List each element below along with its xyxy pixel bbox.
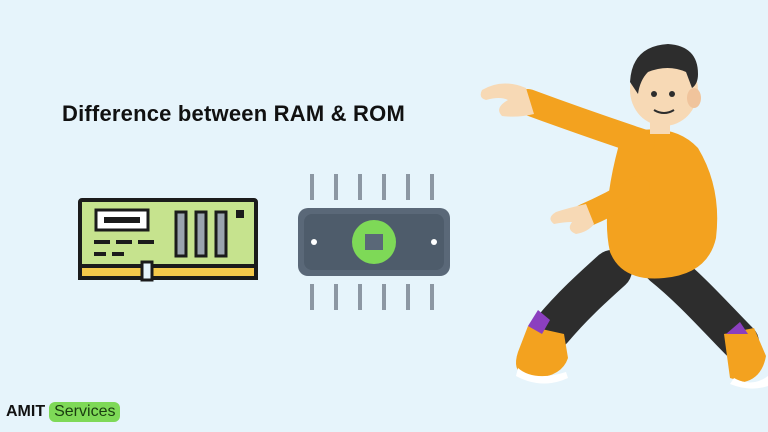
- pointing-person-figure: [480, 44, 768, 389]
- page-title: Difference between RAM & ROM: [62, 101, 405, 126]
- brand-primary: AMIT: [6, 403, 46, 420]
- rom-chip-icon: [298, 174, 450, 310]
- brand-secondary: Services: [49, 402, 121, 422]
- brand-logo: AMIT Services: [6, 402, 121, 422]
- ram-module-icon: [78, 198, 258, 282]
